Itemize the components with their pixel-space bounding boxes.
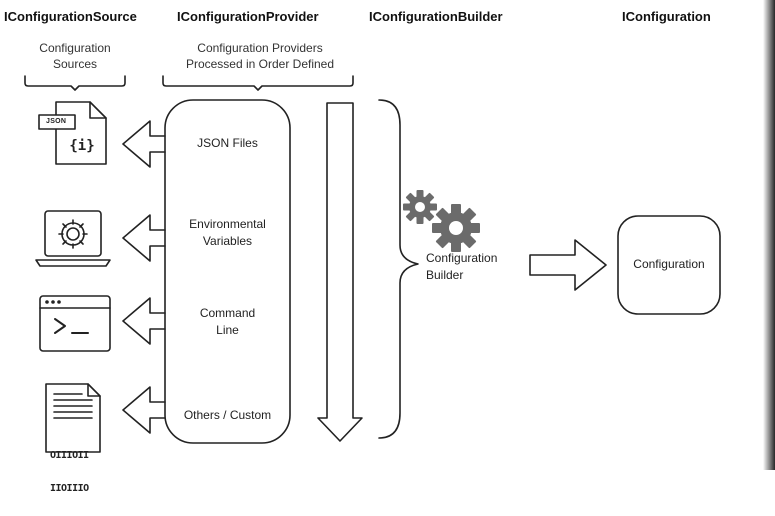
providers-bracket [162, 75, 354, 91]
arrow-to-custom-source [122, 386, 166, 434]
provider-label: Variables [202, 234, 253, 248]
builder-label-line: Configuration [426, 251, 498, 265]
sources-bracket [24, 75, 126, 91]
json-tag-label: JSON [46, 118, 67, 125]
provider-container [164, 99, 291, 444]
arrow-to-json-source [122, 120, 166, 168]
provider-label: Environmental [189, 217, 266, 231]
header-iconfigurationsource: IConfigurationSource [4, 9, 137, 24]
provider-label: Command [199, 306, 256, 320]
provider-environmental-variables: Environmental Variables [165, 216, 290, 250]
header-iconfigurationbuilder: IConfigurationBuilder [369, 9, 503, 24]
provider-json-files: JSON Files [165, 135, 290, 152]
gears-icon [403, 190, 480, 252]
provider-others-custom: Others / Custom [165, 407, 290, 424]
subheader-configuration-providers: Configuration Providers Processed in Ord… [160, 40, 360, 72]
terminal-dots [45, 300, 61, 304]
diagram-shapes [24, 75, 721, 453]
arrow-to-environment-source [122, 214, 166, 262]
provider-command-line: Command Line [165, 305, 290, 339]
json-glyph: {i} [69, 138, 95, 154]
binary-document-icon [45, 383, 101, 453]
screen-edge-shadow [763, 0, 775, 470]
subheader-line: Configuration Providers [197, 41, 323, 55]
provider-label: JSON Files [197, 136, 258, 150]
configuration-diagram: IConfigurationSource IConfigurationProvi… [4, 0, 775, 494]
json-file-icon [38, 101, 107, 165]
configuration-box [617, 215, 721, 315]
arrow-to-command-source [122, 297, 166, 345]
builder-curly-brace [378, 99, 419, 439]
arrow-to-configuration [529, 239, 607, 291]
binary-line: IIOIIIO [50, 483, 89, 494]
provider-label: Line [216, 323, 239, 337]
subheader-line: Configuration [39, 41, 111, 55]
header-iconfiguration: IConfiguration [622, 9, 711, 24]
laptop-gear-icon [35, 210, 111, 267]
subheader-line: Sources [52, 57, 98, 71]
header-iconfigurationprovider: IConfigurationProvider [177, 9, 319, 24]
builder-label: Configuration Builder [426, 250, 497, 284]
configuration-label: Configuration [633, 257, 705, 271]
processing-order-arrow [317, 102, 363, 442]
builder-label-line: Builder [426, 268, 464, 282]
terminal-window-icon [39, 295, 111, 352]
provider-label: Others / Custom [183, 408, 272, 422]
binary-line: OIIIOII [50, 450, 89, 461]
binary-text: OIIIOII IIOIIIO [50, 428, 89, 516]
subheader-line: Processed in Order Defined [185, 57, 335, 71]
subheader-configuration-sources: Configuration Sources [20, 40, 130, 72]
